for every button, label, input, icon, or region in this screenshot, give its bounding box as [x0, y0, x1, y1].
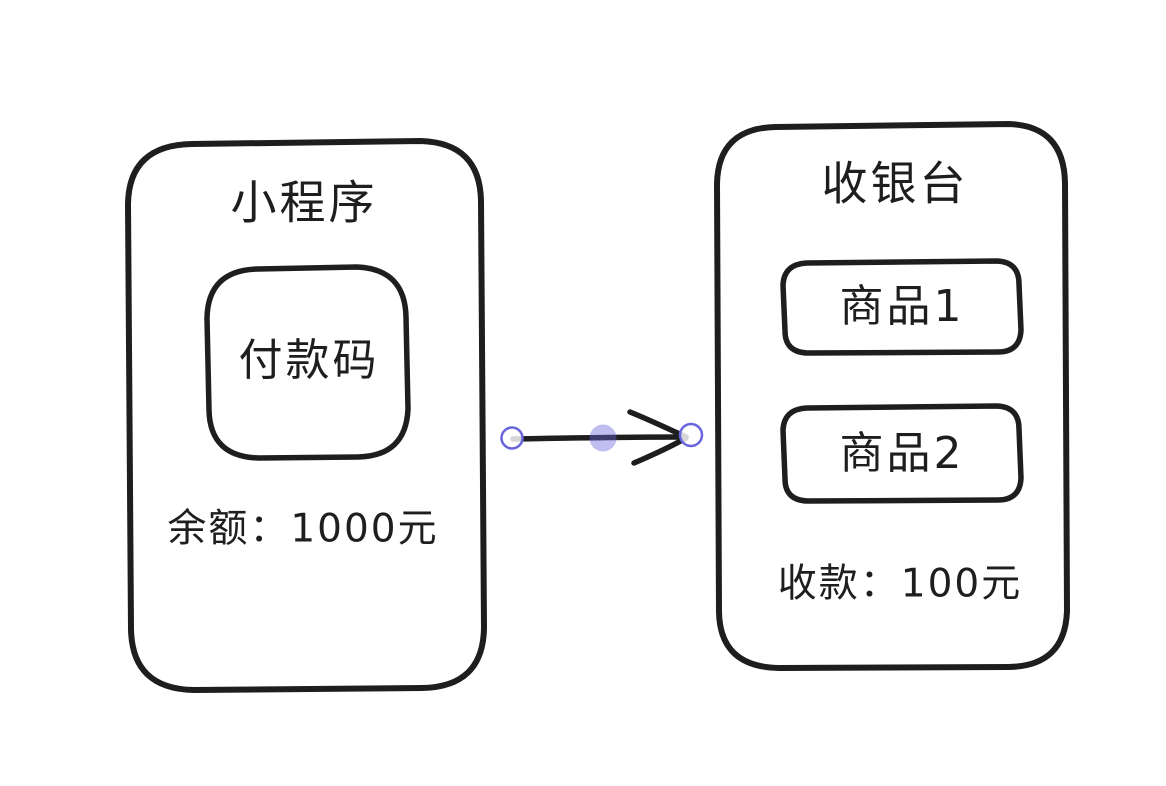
arrow-line — [510, 434, 689, 442]
amount-text[interactable]: 收款：100元 — [777, 561, 1023, 607]
product-2-node[interactable] — [780, 403, 1024, 504]
product-2-label[interactable]: 商品2 — [839, 427, 965, 479]
product-1-node[interactable] — [780, 258, 1024, 356]
product-1-label[interactable]: 商品1 — [839, 280, 965, 332]
payment-code-node[interactable] — [204, 264, 411, 461]
mini-program-node[interactable] — [125, 138, 487, 693]
balance-text[interactable]: 余额：1000元 — [167, 506, 439, 552]
mini-program-title[interactable]: 小程序 — [230, 175, 378, 230]
arrow-start-handle[interactable] — [500, 426, 524, 450]
arrow-end-handle[interactable] — [678, 422, 704, 448]
payment-code-label[interactable]: 付款码 — [238, 334, 380, 386]
cashier-node[interactable] — [714, 121, 1070, 671]
cashier-title[interactable]: 收银台 — [821, 156, 969, 211]
arrow-midpoint-handle[interactable] — [589, 424, 617, 452]
